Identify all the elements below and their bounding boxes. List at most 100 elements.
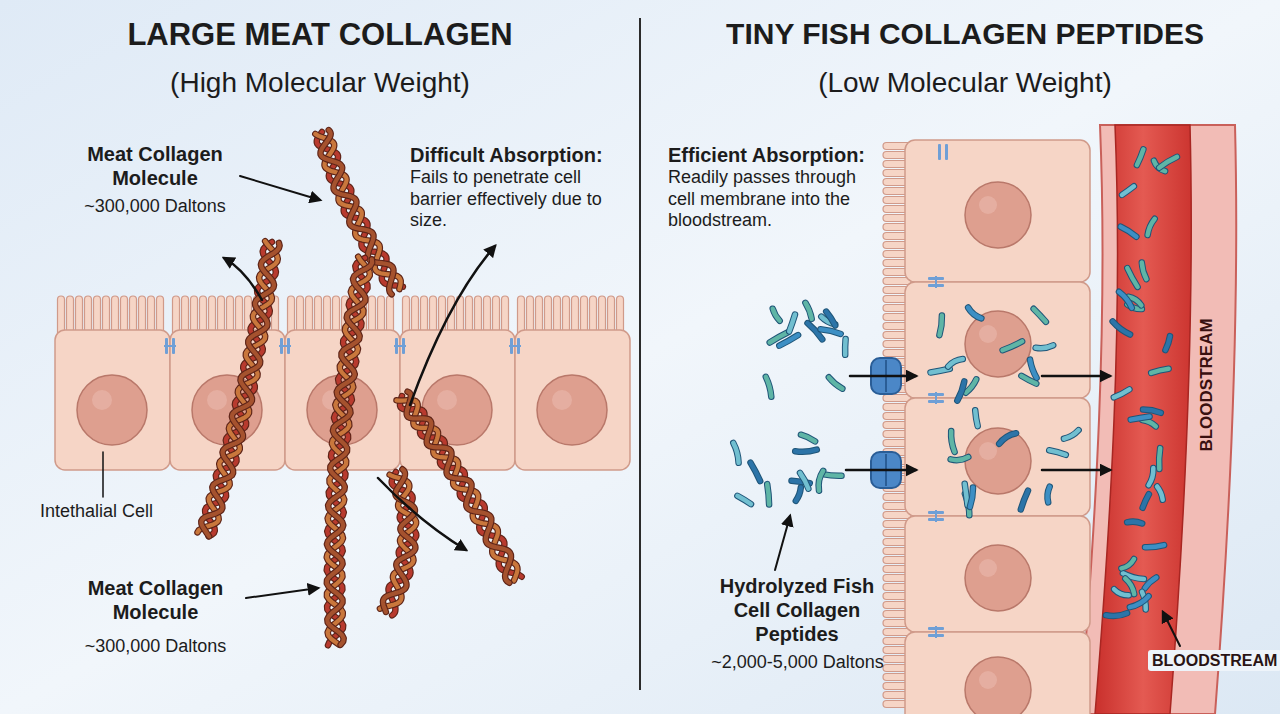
vessel-label: BLOODSTREAM [1148, 650, 1280, 671]
collagen-peptide [1127, 522, 1142, 524]
peptide-outline [957, 381, 964, 400]
cell-nucleus [965, 657, 1031, 714]
microvillus [883, 629, 911, 636]
nucleus-highlight [979, 196, 997, 214]
peptide-outline [822, 474, 841, 476]
epithelial-cell [905, 632, 1090, 714]
collagen-strand [407, 392, 511, 583]
peptide-outline [805, 303, 811, 319]
pointer-arrow [850, 375, 916, 378]
peptide-outline [1131, 417, 1150, 420]
peptide-outline [1127, 522, 1142, 524]
collagen-peptide [1034, 309, 1046, 322]
dimension: ~2,000-5,000 Daltons [700, 652, 895, 674]
peptide-outline [968, 308, 981, 319]
tight-junction [935, 276, 937, 288]
collagen-peptide [796, 488, 801, 501]
collagen-strand [201, 243, 279, 537]
nucleus-highlight [979, 325, 997, 343]
peptide-outline [779, 335, 798, 346]
peptide-outline [767, 484, 769, 504]
collagen-peptide [970, 488, 973, 507]
collagen-peptide [789, 315, 795, 332]
collagen-strand-outline [201, 243, 279, 537]
peptide-outline [1113, 321, 1131, 334]
part-name: Meat Collagen Molecule [68, 576, 243, 624]
peptide-outline [1137, 149, 1144, 165]
note-heading: Efficient Absorption: [668, 143, 898, 167]
epithelial-cell [905, 516, 1090, 632]
dimension: ~300,000 Daltons [68, 636, 243, 658]
collagen-peptide [1159, 448, 1160, 469]
collagen-peptide [779, 335, 798, 346]
collagen-peptide [826, 312, 835, 326]
collagen-peptide [1113, 321, 1131, 334]
collagen-peptide [800, 473, 808, 489]
collagen-peptide [1049, 450, 1066, 455]
collagen-peptide [843, 339, 848, 355]
nucleus-highlight [437, 390, 457, 410]
peptide-outline [821, 329, 841, 334]
nucleus-highlight [207, 390, 227, 410]
peptide-outline [999, 433, 1016, 444]
peptide-outline [1122, 186, 1134, 195]
collagen-peptide [1145, 545, 1164, 547]
pointer-arrow [240, 176, 320, 200]
collagen-peptide [975, 410, 978, 426]
collagen-peptide [1142, 420, 1156, 426]
peptide-outline [1036, 345, 1054, 348]
collagen-peptide [948, 359, 963, 367]
peptide-outline [796, 488, 801, 501]
collagen-peptide [822, 474, 841, 476]
collagen-peptide [951, 457, 969, 460]
pointer-arrow [378, 478, 466, 550]
panel-subheading: (Low Molecular Weight) [660, 66, 1270, 100]
tight-junction [935, 510, 937, 522]
peptide-outline [1142, 263, 1147, 280]
peptide-outline [1145, 578, 1157, 589]
collagen-peptide [1106, 613, 1127, 616]
peptide-outline [733, 443, 738, 463]
collagen-peptide [1036, 345, 1054, 348]
pointer-arrow [1042, 469, 1110, 472]
peptide-outline [1064, 430, 1079, 439]
collagen-peptide [1151, 369, 1168, 373]
nucleus-highlight [979, 442, 997, 460]
nucleus-highlight [92, 390, 112, 410]
peptide-outline [737, 496, 751, 504]
peptide-outline [965, 484, 968, 505]
epithelial-cell [515, 330, 630, 470]
microvillus [883, 395, 911, 402]
panel-heading: LARGE MEAT COLLAGEN [20, 16, 620, 53]
cell-nucleus [965, 545, 1031, 611]
collagen-peptide [819, 471, 824, 491]
collagen-peptide [1157, 487, 1163, 500]
peptide-outline [789, 315, 795, 332]
peptide-outline [1125, 579, 1134, 595]
pointer-arrow [1042, 375, 1110, 378]
peptide-outline [795, 450, 817, 452]
peptide-outline [773, 309, 780, 321]
peptide-outline [1049, 450, 1066, 455]
collagen-peptide [766, 377, 772, 397]
collagen-peptide [1030, 360, 1037, 378]
collagen-peptide [1021, 491, 1028, 510]
leader-line [102, 452, 104, 497]
collagen-strand [383, 469, 415, 612]
collagen-peptide [965, 484, 968, 505]
collagen-peptide [1143, 494, 1149, 508]
collagen-peptide [951, 431, 955, 452]
collagen-strand-outline [383, 469, 415, 612]
collagen-peptide [773, 309, 780, 321]
peptide-outline [970, 488, 973, 507]
peptide-outline [1047, 487, 1049, 503]
peptide-outline [1151, 369, 1168, 373]
peptide-outline [939, 316, 942, 336]
peptide-outline [1165, 336, 1170, 350]
vessel-lumen [1095, 125, 1191, 714]
collagen-peptide [957, 381, 964, 400]
peptide-outline [826, 312, 835, 326]
peptide-outline [1021, 376, 1036, 384]
tight-junction [394, 345, 406, 347]
collagen-peptide [751, 463, 761, 482]
